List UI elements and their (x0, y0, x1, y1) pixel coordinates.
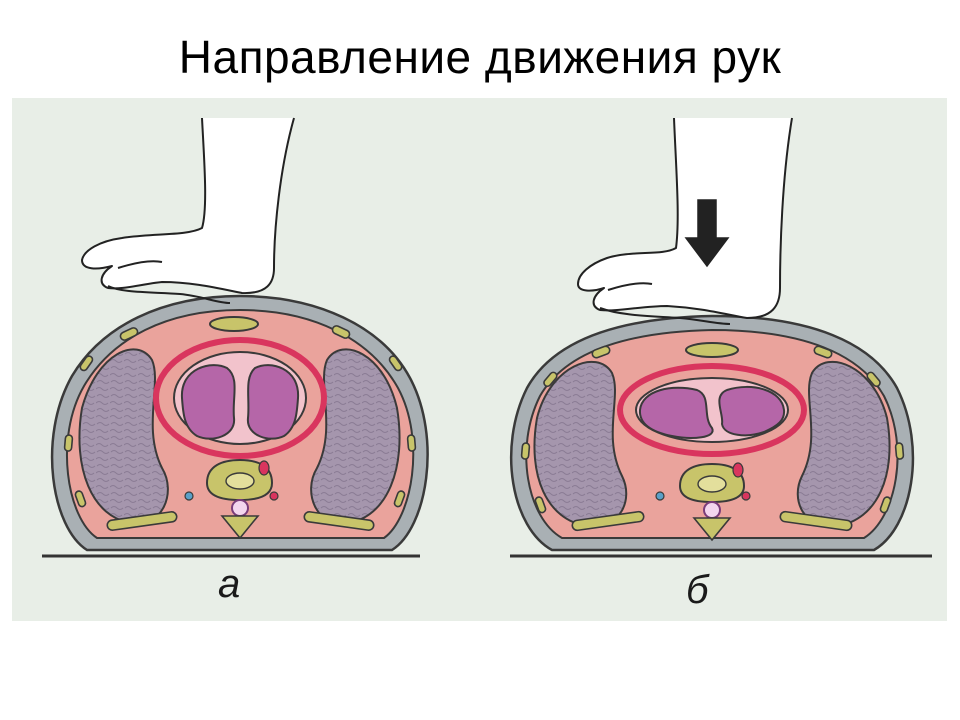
spinal-canal (703, 501, 721, 519)
lung-right (796, 361, 891, 528)
heart-chamber-right (718, 385, 786, 437)
vessel (741, 491, 751, 501)
lung-left (78, 348, 169, 525)
panel-label-a: а (218, 562, 241, 606)
sternum (685, 342, 739, 358)
vessel (258, 460, 270, 476)
vessel (269, 491, 279, 501)
sternum (209, 316, 259, 332)
panel-b (509, 117, 932, 558)
lung-right (310, 348, 401, 525)
compression-arrow-icon (684, 199, 730, 268)
heart-chamber-right (246, 364, 300, 440)
ribs (520, 345, 905, 532)
hand-icon (81, 117, 295, 304)
cpr-diagram (12, 98, 947, 621)
vessel (655, 491, 665, 501)
heart-chamber-left (638, 386, 714, 439)
vessel (184, 491, 194, 501)
lung-left (533, 361, 628, 528)
panel-label-b: б (686, 568, 709, 612)
spinous-process (692, 517, 732, 542)
ribs (63, 325, 417, 531)
heart-chamber-left (180, 364, 236, 440)
hand-icon (577, 117, 793, 325)
vertebra-inner (225, 472, 255, 490)
vessel (732, 462, 744, 478)
spinal-canal (231, 499, 249, 517)
panel-a (42, 117, 429, 558)
spinous-process (220, 515, 260, 540)
slide-title: Направление движения рук (178, 31, 782, 83)
vertebra-inner (697, 475, 727, 493)
